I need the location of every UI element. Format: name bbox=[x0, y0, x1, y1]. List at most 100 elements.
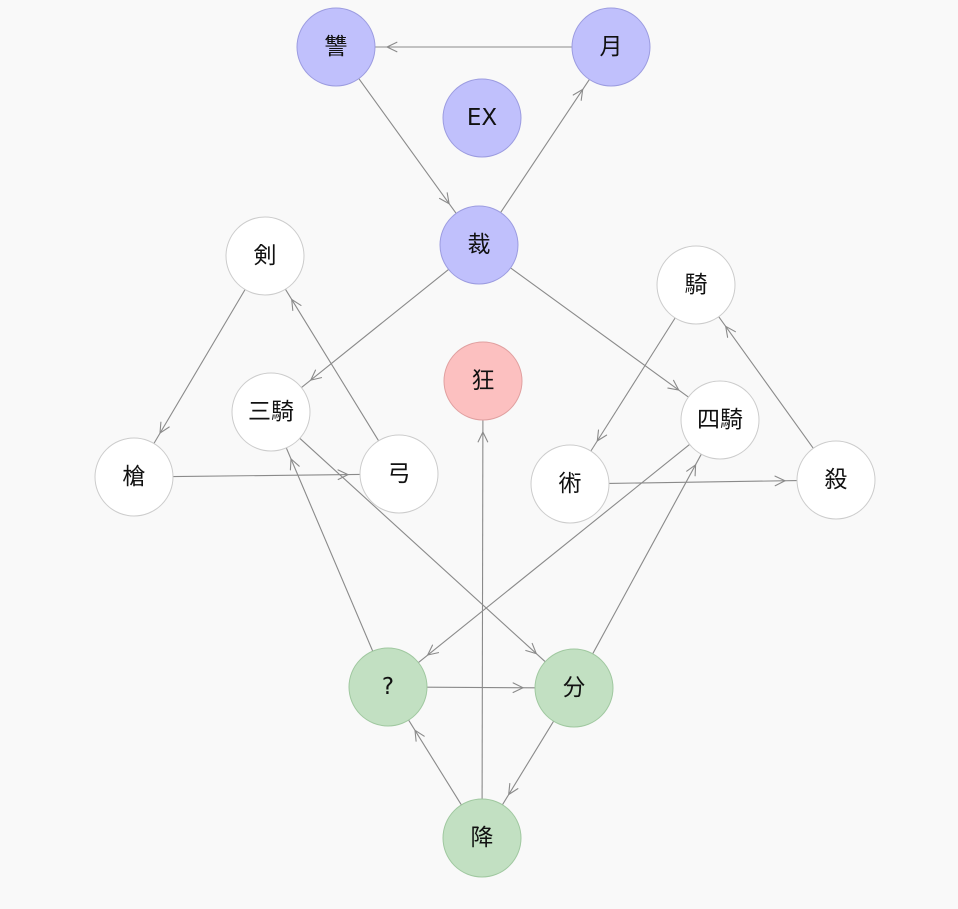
arrowhead-icon bbox=[596, 429, 608, 442]
node-label: 裁 bbox=[468, 232, 491, 258]
node-circle bbox=[571, 7, 651, 87]
edge-line bbox=[590, 317, 676, 452]
node-label: 弓 bbox=[388, 461, 411, 487]
arrowhead-icon bbox=[512, 682, 525, 694]
node-lancer: 槍 bbox=[94, 437, 174, 517]
node-circle bbox=[231, 372, 311, 452]
arrowhead-icon bbox=[291, 298, 302, 311]
arrowhead-icon bbox=[667, 379, 680, 391]
arrowhead-icon bbox=[477, 430, 489, 443]
arrowhead-icon bbox=[426, 644, 440, 656]
edge-line bbox=[418, 443, 690, 664]
arrowhead-icon bbox=[774, 475, 787, 487]
edge-ruler-to-moon bbox=[500, 79, 590, 213]
edge-line bbox=[358, 78, 457, 214]
node-circle bbox=[656, 245, 736, 325]
node-label: 剣 bbox=[254, 243, 277, 269]
node-three-rider: 三騎 bbox=[231, 372, 311, 452]
node-circle bbox=[359, 434, 439, 514]
node-circle bbox=[443, 341, 523, 421]
node-label: 月 bbox=[600, 34, 623, 60]
node-circle bbox=[534, 648, 614, 728]
edge-line bbox=[510, 267, 689, 398]
edge-line bbox=[284, 288, 380, 442]
node-circle bbox=[796, 440, 876, 520]
node-circle bbox=[530, 444, 610, 524]
edge-alterego-to-four-rider bbox=[592, 453, 702, 655]
node-label: 讐 bbox=[325, 34, 348, 60]
node-berserker: 狂 bbox=[443, 341, 523, 421]
node-ruler-top: 讐 bbox=[296, 7, 376, 87]
edge-ruler-top-to-ruler bbox=[358, 78, 457, 214]
edge-foreigner-to-unknown bbox=[408, 719, 462, 806]
node-four-rider: 四騎 bbox=[680, 380, 760, 460]
node-circle bbox=[225, 216, 305, 296]
node-foreigner: 降 bbox=[442, 798, 522, 878]
node-unknown: ? bbox=[348, 647, 428, 727]
edge-line bbox=[481, 419, 484, 800]
edge-unknown-to-alterego bbox=[426, 682, 536, 694]
edge-line bbox=[299, 437, 546, 663]
node-circle bbox=[442, 78, 522, 158]
edge-moon-to-ruler-top bbox=[375, 41, 572, 53]
edge-three-rider-to-alterego bbox=[299, 437, 546, 663]
edge-ruler-to-three-rider bbox=[301, 268, 449, 389]
edge-lancer-to-archer bbox=[172, 469, 361, 481]
node-label: 槍 bbox=[123, 464, 146, 490]
node-saber: 剣 bbox=[225, 216, 305, 296]
node-circle bbox=[442, 798, 522, 878]
edge-ruler-to-four-rider bbox=[510, 267, 689, 398]
node-label: 三騎 bbox=[248, 399, 294, 425]
node-label: 狂 bbox=[472, 368, 495, 394]
edge-line bbox=[285, 447, 374, 652]
arrowhead-icon bbox=[309, 369, 323, 381]
node-moon: 月 bbox=[571, 7, 651, 87]
edge-line bbox=[408, 719, 462, 806]
arrowhead-icon bbox=[159, 421, 170, 435]
node-circle bbox=[348, 647, 428, 727]
node-rider: 騎 bbox=[656, 245, 736, 325]
edge-four-rider-to-unknown bbox=[418, 443, 690, 664]
node-circle bbox=[439, 205, 519, 285]
arrowhead-icon bbox=[686, 463, 697, 477]
node-label: 術 bbox=[559, 471, 582, 497]
node-label: ? bbox=[382, 674, 394, 700]
node-circle bbox=[94, 437, 174, 517]
arrowhead-icon bbox=[289, 457, 300, 471]
arrowhead-icon bbox=[724, 325, 736, 338]
node-ex: EX bbox=[442, 78, 522, 158]
node-label: 四騎 bbox=[697, 407, 743, 433]
node-assassin: 殺 bbox=[796, 440, 876, 520]
arrowhead-icon bbox=[525, 642, 538, 655]
node-caster: 術 bbox=[530, 444, 610, 524]
node-circle bbox=[296, 7, 376, 87]
edge-line bbox=[500, 79, 590, 213]
edge-line bbox=[426, 686, 536, 689]
arrowhead-icon bbox=[508, 783, 519, 796]
arrowhead-icon bbox=[438, 192, 450, 205]
edge-rider-to-caster bbox=[590, 317, 676, 452]
node-label: 降 bbox=[471, 825, 494, 851]
node-circle bbox=[680, 380, 760, 460]
arrowhead-icon bbox=[337, 469, 350, 481]
edge-unknown-to-three-rider bbox=[285, 447, 374, 652]
edge-line bbox=[718, 316, 814, 449]
arrowhead-icon bbox=[572, 88, 584, 101]
edge-line bbox=[501, 720, 555, 806]
node-label: EX bbox=[467, 105, 498, 131]
node-label: 殺 bbox=[825, 467, 848, 493]
edge-line bbox=[172, 473, 361, 478]
edge-foreigner-to-berserker bbox=[477, 419, 489, 800]
arrowhead-icon bbox=[414, 729, 425, 742]
edge-line bbox=[153, 289, 246, 444]
arrowhead-icon bbox=[385, 41, 398, 53]
edge-line bbox=[301, 268, 449, 389]
node-archer: 弓 bbox=[359, 434, 439, 514]
edge-line bbox=[592, 453, 702, 655]
edge-line bbox=[608, 480, 798, 484]
edge-alterego-to-foreigner bbox=[501, 720, 555, 806]
node-ruler: 裁 bbox=[439, 205, 519, 285]
node-label: 分 bbox=[563, 675, 586, 701]
edge-caster-to-assassin bbox=[608, 475, 798, 487]
